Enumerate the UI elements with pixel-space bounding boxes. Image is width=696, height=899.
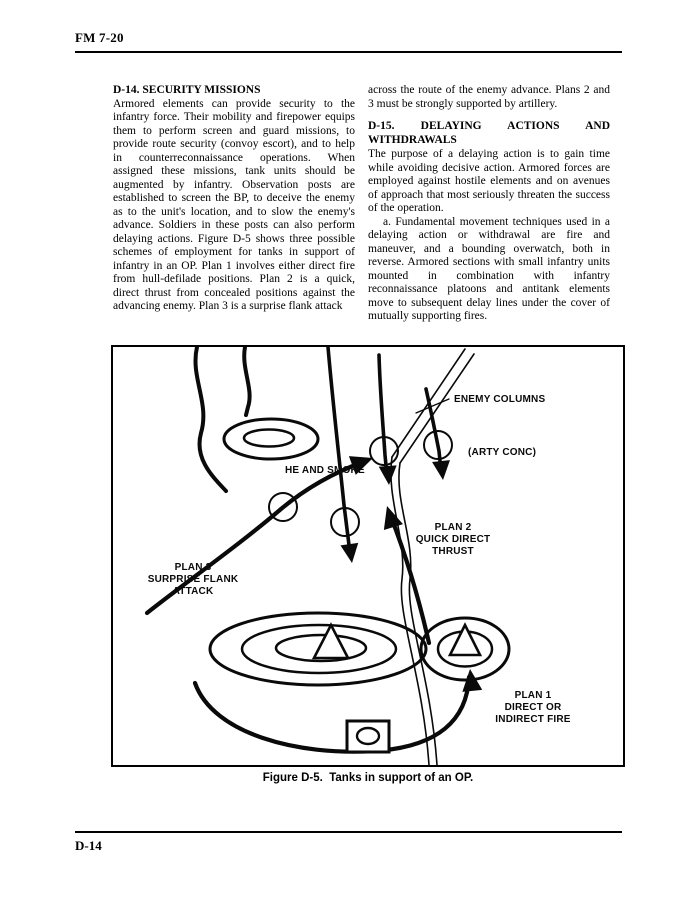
left-column: D-14. SECURITY MISSIONS Armored elements… [113,84,355,324]
section-d14-continuation: across the route of the enemy advance. P… [368,84,610,110]
footer-rule [75,831,622,833]
attack-arrow-path [377,353,389,478]
tank-symbol [345,719,391,754]
op-symbol-triangle [447,622,483,657]
figure-d5-box: HE AND SMOKE ENEMY COLUMNS (ARTY CONC) P… [111,345,625,767]
label-plan1-line1: PLAN 1 [515,690,552,701]
header-title: FM 7-20 [75,30,124,45]
label-plan2-line2: QUICK DIRECT [416,534,491,545]
figure-caption: Figure D-5. Tanks in support of an OP. [262,772,474,784]
arty-conc-circle [268,492,298,522]
section-d14-heading: D-14. SECURITY MISSIONS [113,84,261,96]
op-hill-contour [419,616,511,682]
hill-contour [222,417,320,461]
arrowhead-icon [378,465,397,485]
arrowhead-icon [462,669,483,692]
label-plan2-line1: PLAN 2 [435,522,472,533]
op-hill-contour [240,623,398,675]
op-symbol-triangle [311,622,351,660]
road-line [399,353,475,464]
stream-line [193,345,228,493]
road-line [390,456,430,766]
enemy-columns-leader-line [415,398,450,414]
text-columns: D-14. SECURITY MISSIONS Armored elements… [113,84,610,324]
page-number: D-14 [75,838,102,853]
label-plan2-line3: THRUST [432,546,474,557]
right-column: across the route of the enemy advance. P… [368,84,610,324]
plan2-arrow-path [388,514,432,646]
section-d15-body: The purpose of a delaying action is to g… [368,148,610,214]
label-plan3-line2: SURPRISE FLANK [148,574,239,585]
label-plan3-line1: PLAN 3 [175,562,212,573]
road-line [398,462,438,766]
op-hill-contour [274,633,368,663]
label-he-and-smoke: HE AND SMOKE [285,465,365,476]
arrowhead-icon [348,456,373,475]
arty-conc-circle [330,507,360,537]
hill-contour [242,428,296,448]
label-enemy-columns: ENEMY COLUMNS [454,394,545,405]
section-d14-body: Armored elements can provide security to… [113,97,355,313]
arty-conc-circle [423,430,453,460]
attack-arrow-path [424,387,443,473]
arty-conc-circle [369,436,399,466]
stream-line [242,345,252,417]
arrowhead-icon [383,506,403,530]
label-plan3-line3: ATTACK [173,586,214,597]
label-arty-conc: (ARTY CONC) [468,447,536,458]
tank-symbol-oval [355,726,381,746]
arrowhead-icon [340,542,359,563]
arrowhead-icon [432,460,450,480]
attack-arrow-path [326,345,352,555]
section-d15-sub-a: a. Fundamental movement techniques used … [368,215,610,323]
section-d15-heading: D-15. DELAYING ACTIONS AND WITHDRAWALS [368,120,610,146]
label-plan1-line2: DIRECT OR [505,702,562,713]
header: FM 7-20 [75,30,622,53]
figure-d5-diagram: HE AND SMOKE ENEMY COLUMNS (ARTY CONC) P… [144,345,571,766]
label-plan1-line3: INDIRECT FIRE [495,714,571,725]
plan1-arrow-path [192,674,472,754]
op-hill-contour [208,611,428,687]
